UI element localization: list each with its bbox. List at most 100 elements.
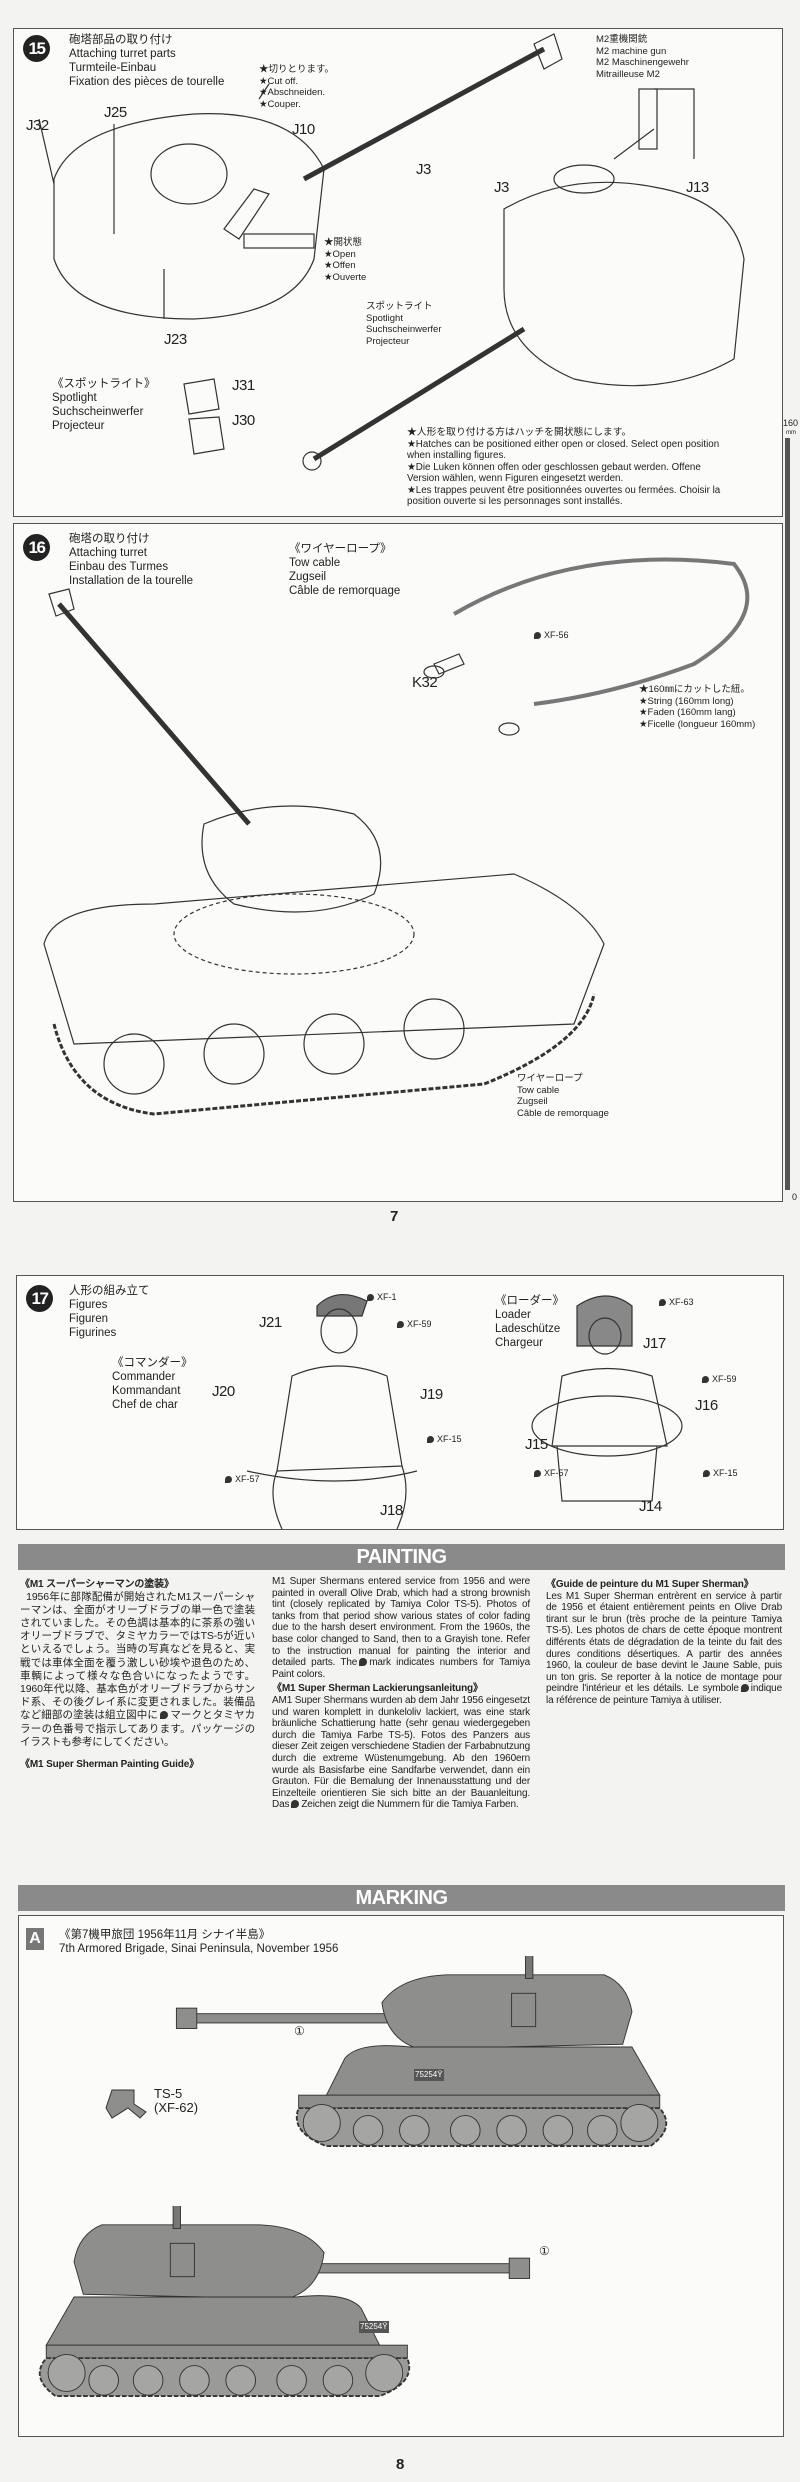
hatch-note: ★人形を取り付ける方はハッチを開状態にします。 ★Hatches can be … xyxy=(407,427,720,508)
string-length-ruler xyxy=(785,438,790,1190)
text: M1 Super Shermans entered service from 1… xyxy=(272,1576,530,1669)
painting-jp-body: 1956年に部隊配備が開始されたM1スーパーシャーマンは、全面がオリーブドラブの… xyxy=(20,1591,255,1749)
commander-title: 《コマンダー》 Commander Kommandant Chef de cha… xyxy=(112,1356,193,1412)
paint-callout-xf56: XF-56 xyxy=(534,630,569,640)
step-number-badge: 16 xyxy=(23,534,50,561)
painting-de-title: 《M1 Super Sherman Lackierungsanleitung》 xyxy=(272,1683,483,1695)
note-line: ★切りとります。 xyxy=(259,64,335,75)
part-label-k32: K32 xyxy=(412,674,438,691)
painting-fr-body: Les M1 Super Sherman entrèrent en servic… xyxy=(546,1591,782,1707)
version-a-badge: A xyxy=(26,1928,44,1950)
paint-callout-xf57: XF-57 xyxy=(225,1474,260,1484)
marking-a-title: 《第7機甲旅団 1956年11月 シナイ半島》 7th Armored Brig… xyxy=(59,1928,338,1956)
title-de: Turmteile-Einbau xyxy=(69,62,157,74)
paint-ts5: TS-5 xyxy=(154,2086,183,2101)
note-line: ★Die Luken können offen oder geschlossen… xyxy=(407,461,701,473)
note-line: Commander xyxy=(112,1371,176,1383)
step-17-panel: 17 人形の組み立て Figures Figuren Figurines 《コマ… xyxy=(16,1275,784,1530)
title-fr: Figurines xyxy=(69,1327,117,1339)
note-line: Loader xyxy=(495,1309,531,1321)
note-line: Zugseil xyxy=(289,571,327,583)
paint-callout-xf15: XF-15 xyxy=(703,1468,738,1478)
step-16-panel: 16 砲塔の取り付け Attaching turret Einbau des T… xyxy=(13,523,783,1202)
note-line: ★開状態 xyxy=(324,237,363,248)
page-number: 8 xyxy=(396,2456,405,2473)
text: mark indicates numbers for Tamiya Paint … xyxy=(272,1657,530,1680)
note-line: 《コマンダー》 xyxy=(112,1357,193,1369)
painting-en-title: 《M1 Super Sherman Painting Guide》 xyxy=(20,1759,199,1771)
part-label-j30: J30 xyxy=(232,412,255,429)
part-label-j18: J18 xyxy=(380,1502,403,1519)
registration-number: 75254Ÿ xyxy=(359,2321,389,2333)
note-line: Spotlight xyxy=(52,392,97,404)
text: indique la référence de peinture Tamiya … xyxy=(546,1683,782,1706)
part-label-j17: J17 xyxy=(643,1335,666,1352)
note-line: ★Offen xyxy=(324,260,356,271)
part-label-j32: J32 xyxy=(26,117,49,134)
spotlight-label: スポットライト Spotlight Suchscheinwerfer Proje… xyxy=(366,301,442,347)
part-label-j25: J25 xyxy=(104,104,127,121)
loader-title: 《ローダー》 Loader Ladeschütze Chargeur xyxy=(495,1294,564,1350)
note-line: ★Cut off. xyxy=(259,75,298,87)
part-label-j10: J10 xyxy=(292,121,315,138)
text: AM1 Super Shermans wurden ab dem Jahr 19… xyxy=(272,1694,530,1811)
paint-mark-icon xyxy=(359,1658,368,1667)
title-de: Figuren xyxy=(69,1313,108,1325)
tank-left-side-view xyxy=(37,2206,537,2401)
note-line: position ouverte si les personnages sont… xyxy=(407,496,623,507)
part-label-j14: J14 xyxy=(639,1498,662,1515)
title-en: Attaching turret parts xyxy=(69,48,176,60)
title-en: Attaching turret xyxy=(69,547,147,559)
note-line: Chargeur xyxy=(495,1337,543,1349)
title-jp: 人形の組み立て xyxy=(69,1285,150,1297)
paint-mark-icon xyxy=(740,1684,749,1693)
text: Les M1 Super Sherman entrèrent en servic… xyxy=(546,1590,782,1695)
page-number: 7 xyxy=(390,1208,399,1225)
step-15-panel: 15 砲塔部品の取り付け Attaching turret parts Turm… xyxy=(13,28,783,517)
note-line: ★Les trappes peuvent être positionnées o… xyxy=(407,484,721,496)
note-line: 《ワイヤーロープ》 xyxy=(289,543,392,555)
registration-number: 75254Ÿ xyxy=(414,2069,444,2081)
part-label-j31: J31 xyxy=(232,377,255,394)
painting-section-header: PAINTING xyxy=(18,1544,785,1570)
note-line: Spotlight xyxy=(366,312,403,324)
text: 1956年に部隊配備が開始されたM1スーパーシャーマンは、全面がオリーブドラブの… xyxy=(20,1590,255,1722)
painting-column-2: M1 Super Shermans entered service from 1… xyxy=(272,1576,530,1811)
tank-right-side-view xyxy=(169,1956,669,2151)
title-en: Figures xyxy=(69,1299,108,1311)
note-line: ★人形を取り付ける方はハッチを開状態にします。 xyxy=(407,427,632,438)
paint-color-label: TS-5 (XF-62) xyxy=(154,2087,198,2115)
note-line: M2 Maschinengewehr xyxy=(596,57,689,68)
figures-illustration xyxy=(246,1294,683,1530)
note-line: ★Open xyxy=(324,248,356,260)
note-line: ★Abschneiden. xyxy=(259,87,326,98)
title-jp: 砲塔の取り付け xyxy=(69,533,150,545)
part-label-j23: J23 xyxy=(164,331,187,348)
note-line: Zugseil xyxy=(517,1096,548,1107)
note-line: M2重機関銃 xyxy=(596,34,648,45)
note-line: Kommandant xyxy=(112,1385,181,1397)
title-de: Einbau des Turmes xyxy=(69,561,169,573)
note-line: ★Hatches can be positioned either open o… xyxy=(407,438,720,450)
note-line: Projecteur xyxy=(366,335,410,347)
note-line: Suchscheinwerfer xyxy=(366,324,442,335)
string-length-note: ★160㎜にカットした紐。 ★String (160mm long) ★Fade… xyxy=(639,684,755,730)
note-line: Projecteur xyxy=(52,420,105,432)
text: Zeichen zeigt die Nummern für die Tamiya… xyxy=(301,1799,519,1811)
part-label-j21: J21 xyxy=(259,1314,282,1331)
paint-callout-xf15: XF-15 xyxy=(427,1434,462,1444)
note-line: Ladeschütze xyxy=(495,1323,561,1335)
part-label-j3: J3 xyxy=(494,179,509,196)
title-fr: Installation de la tourelle xyxy=(69,575,194,587)
paint-callout-xf59: XF-59 xyxy=(397,1319,432,1329)
spotlight-subassembly-title: 《スポットライト》 Spotlight Suchscheinwerfer Pro… xyxy=(52,377,156,433)
step-number-badge: 15 xyxy=(23,35,50,62)
note-line: ★Couper. xyxy=(259,98,301,110)
ruler-160-label: 160 xyxy=(783,418,799,428)
note-line: ★160㎜にカットした紐。 xyxy=(639,684,750,695)
step-number-badge: 17 xyxy=(26,1285,53,1312)
text: マークとタミヤカラーの色番号で指示してあります。パッケージのイラストも参考にして… xyxy=(20,1709,255,1748)
painting-fr-title: 《Guide de peinture du M1 Super Sherman》 xyxy=(546,1579,754,1590)
note-line: Câble de remorquage xyxy=(289,585,401,597)
marking-a-panel: A 《第7機甲旅団 1956年11月 シナイ半島》 7th Armored Br… xyxy=(18,1915,784,2437)
